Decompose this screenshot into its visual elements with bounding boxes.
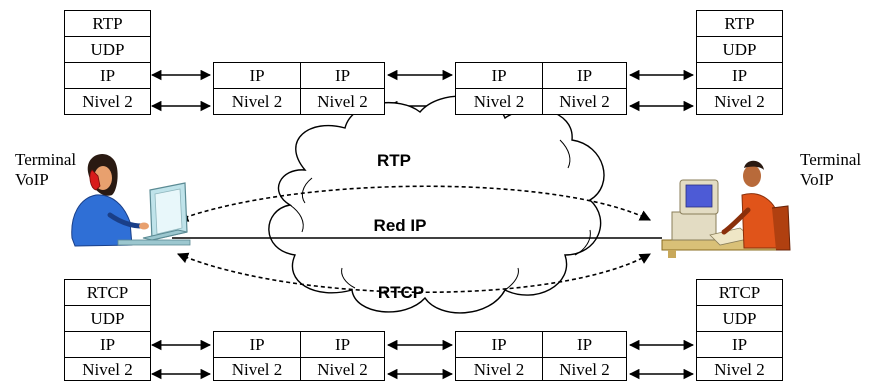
bottom-router1-l2-a: Nivel 2 — [213, 357, 301, 381]
bottom-router2-ip-b: IP — [542, 331, 627, 358]
bottom-router1-l2-b: Nivel 2 — [300, 357, 385, 381]
bottom-router2-ip-a: IP — [455, 331, 543, 358]
top-router2-ip-b: IP — [542, 62, 627, 89]
top-router2-l2-a: Nivel 2 — [455, 88, 543, 115]
rtcp-left-rtcp-cell: RTCP — [64, 279, 151, 306]
left-terminal-label: Terminal VoIP — [15, 150, 76, 190]
left-terminal-line1: Terminal — [15, 150, 77, 169]
rtp-left-ip-cell: IP — [64, 62, 151, 89]
left-terminal-illustration — [71, 153, 191, 247]
top-router1-l2-b: Nivel 2 — [300, 88, 385, 115]
rtp-left-l2-cell: Nivel 2 — [64, 88, 151, 115]
rtcp-right-rtcp-cell: RTCP — [696, 279, 783, 306]
rtp-right-ip-cell: IP — [696, 62, 783, 89]
rtp-flow-arrow — [176, 185, 652, 222]
left-terminal-line2: VoIP — [15, 170, 49, 189]
right-terminal-line1: Terminal — [800, 150, 862, 169]
ip-network-cloud — [268, 95, 605, 314]
top-router2-ip-a: IP — [455, 62, 543, 89]
bottom-router2-l2-a: Nivel 2 — [455, 357, 543, 381]
rtcp-right-ip-cell: IP — [696, 331, 783, 358]
rtp-right-udp-cell: UDP — [696, 36, 783, 63]
top-router1-ip-b: IP — [300, 62, 385, 89]
rtp-left-udp-cell: UDP — [64, 36, 151, 63]
top-router2-l2-b: Nivel 2 — [542, 88, 627, 115]
rtcp-left-udp-cell: UDP — [64, 305, 151, 332]
rtp-left-rtp-cell: RTP — [64, 10, 151, 37]
rtcp-cloud-label: RTCP — [378, 283, 424, 302]
rtcp-left-ip-cell: IP — [64, 331, 151, 358]
bottom-router1-ip-a: IP — [213, 331, 301, 358]
rtp-right-rtp-cell: RTP — [696, 10, 783, 37]
rtcp-right-udp-cell: UDP — [696, 305, 783, 332]
rtcp-right-l2-cell: Nivel 2 — [696, 357, 783, 381]
top-router1-l2-a: Nivel 2 — [213, 88, 301, 115]
rtp-cloud-label: RTP — [377, 151, 411, 170]
rtcp-left-l2-cell: Nivel 2 — [64, 357, 151, 381]
bottom-router1-ip-b: IP — [300, 331, 385, 358]
rtcp-flow-arrow — [176, 252, 651, 293]
right-terminal-illustration — [661, 160, 791, 258]
right-terminal-label: Terminal VoIP — [800, 150, 861, 190]
red-ip-label: Red IP — [374, 216, 427, 235]
top-router1-ip-a: IP — [213, 62, 301, 89]
right-terminal-line2: VoIP — [800, 170, 834, 189]
rtp-right-l2-cell: Nivel 2 — [696, 88, 783, 115]
bottom-router2-l2-b: Nivel 2 — [542, 357, 627, 381]
